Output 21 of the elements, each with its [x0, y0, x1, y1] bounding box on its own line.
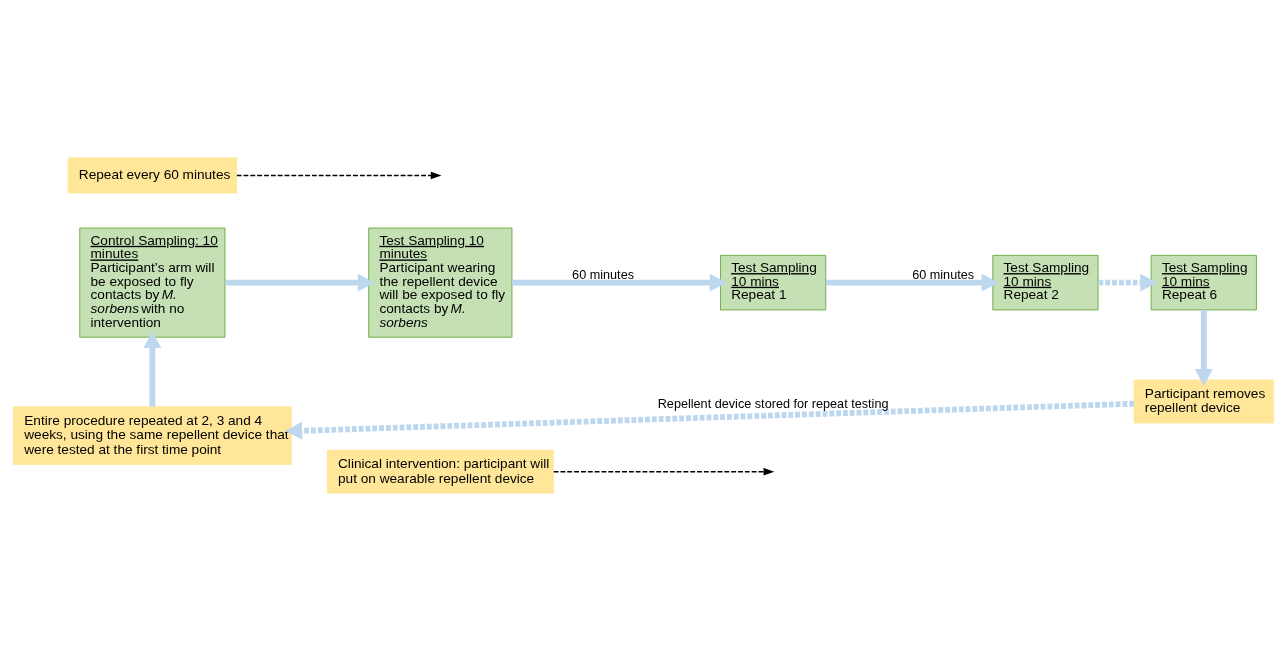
node-box: Test Sampling 10 minutes Participant wearing the repellent device will be exposed to fly contacts by M. sorbens — [368, 227, 513, 338]
node-box: Clinical intervention: participant will put on wearable repellent device — [326, 449, 554, 494]
edge-label: 60 minutes — [912, 267, 975, 282]
node-box: Control Sampling: 10 minutes Participant’s arm will be exposed to fly contacts by M. sorbens with no intervention — [79, 227, 226, 338]
arrow — [1194, 309, 1213, 386]
arrow — [143, 330, 162, 407]
edge-label: 60 minutes — [572, 267, 635, 282]
arrow — [512, 273, 727, 292]
edge-label: Repellent device stored for repeat testing — [657, 396, 889, 411]
node-box: Entire procedure repeated at 2, 3 and 4 weeks, using the same repellent device that were tested at the first time point — [13, 405, 292, 465]
node-box: Test Sampling 10 mins Repeat 2 — [992, 254, 1099, 310]
arrow — [285, 400, 1135, 440]
node-box: Test Sampling 10 mins Repeat 6 — [1150, 254, 1257, 310]
node-box: Test Sampling 10 mins Repeat 1 — [720, 254, 827, 310]
node-box: Participant removes repellent device — [1133, 379, 1274, 423]
arrow — [225, 273, 375, 292]
arrow — [1098, 273, 1158, 292]
node-box: Repeat every 60 minutes — [67, 156, 238, 193]
arrow — [553, 467, 775, 475]
arrow — [236, 171, 442, 179]
arrow — [825, 273, 999, 292]
